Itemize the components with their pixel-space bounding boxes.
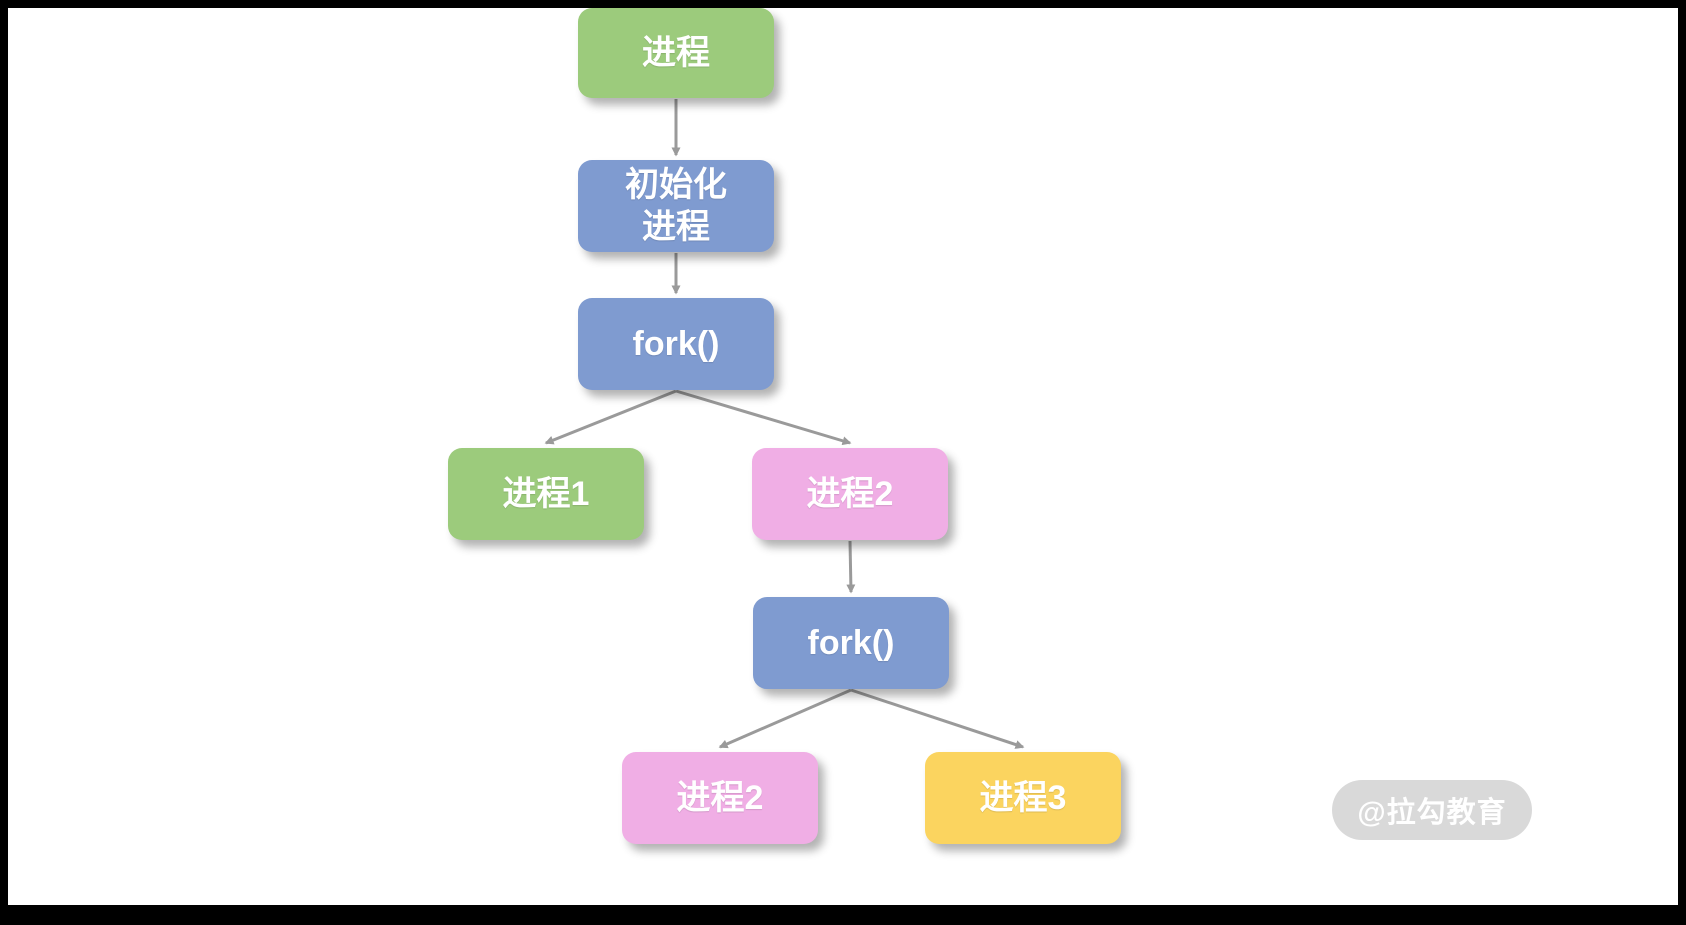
node-process-1-label: 进程1 (502, 474, 590, 513)
node-fork-1-label: fork() (632, 324, 720, 363)
node-fork-2-label: fork() (807, 623, 895, 662)
node-process-1: 进程1 (448, 448, 644, 540)
node-process-root: 进程 (578, 8, 774, 98)
node-process-3-label: 进程3 (979, 778, 1067, 817)
node-process-3: 进程3 (925, 752, 1121, 844)
node-fork-1: fork() (578, 298, 774, 390)
node-process-2-copy-label: 进程2 (676, 778, 764, 817)
node-fork-2: fork() (753, 597, 949, 689)
node-process-2-label: 进程2 (806, 474, 894, 513)
watermark-label: @拉勾教育 (1357, 797, 1507, 829)
node-init-process: 初始化 进程 (578, 160, 774, 252)
watermark-badge: @拉勾教育 (1332, 780, 1532, 840)
node-process-2: 进程2 (752, 448, 948, 540)
diagram-canvas: 进程 初始化 进程 fork() 进程1 进程2 fork() 进程2 进程3 … (8, 8, 1678, 905)
node-init-process-label: 初始化 进程 (625, 165, 727, 247)
node-process-root-label: 进程 (642, 33, 710, 72)
node-process-2-copy: 进程2 (622, 752, 818, 844)
